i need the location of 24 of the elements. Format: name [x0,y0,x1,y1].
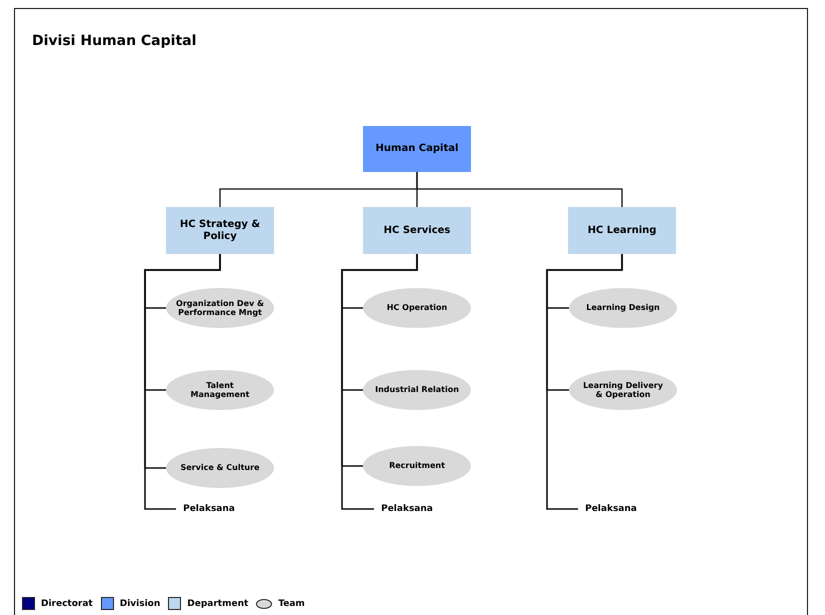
team-ellipse: Industrial Relation [363,370,471,410]
role-text: Pelaksana [374,501,440,517]
role-text: Pelaksana [176,501,242,517]
legend-label: Team [278,598,305,608]
legend-label: Directorat [41,598,93,608]
role-text: Pelaksana [578,501,644,517]
connector-line [416,172,623,207]
team-ellipse: Learning Delivery & Operation [569,370,677,410]
connector-line [144,254,221,510]
team-ellipse: Talent Management [166,370,274,410]
legend-label: Division [120,598,160,608]
team-ellipse: Organization Dev & Performance Mngt [166,288,274,328]
department-box: HC Learning [568,207,676,254]
department-box: HC Strategy & Policy [166,207,274,254]
team-ellipse: Recruitment [363,446,471,486]
team-ellipse: HC Operation [363,288,471,328]
division-box: Human Capital [363,126,471,172]
connector-line [546,254,623,510]
legend-label: Department [187,598,248,608]
diagram-title: Divisi Human Capital [32,33,196,49]
team-ellipse: Service & Culture [166,448,274,488]
department-box: HC Services [363,207,471,254]
team-ellipse: Learning Design [569,288,677,328]
connector-line [341,254,418,510]
